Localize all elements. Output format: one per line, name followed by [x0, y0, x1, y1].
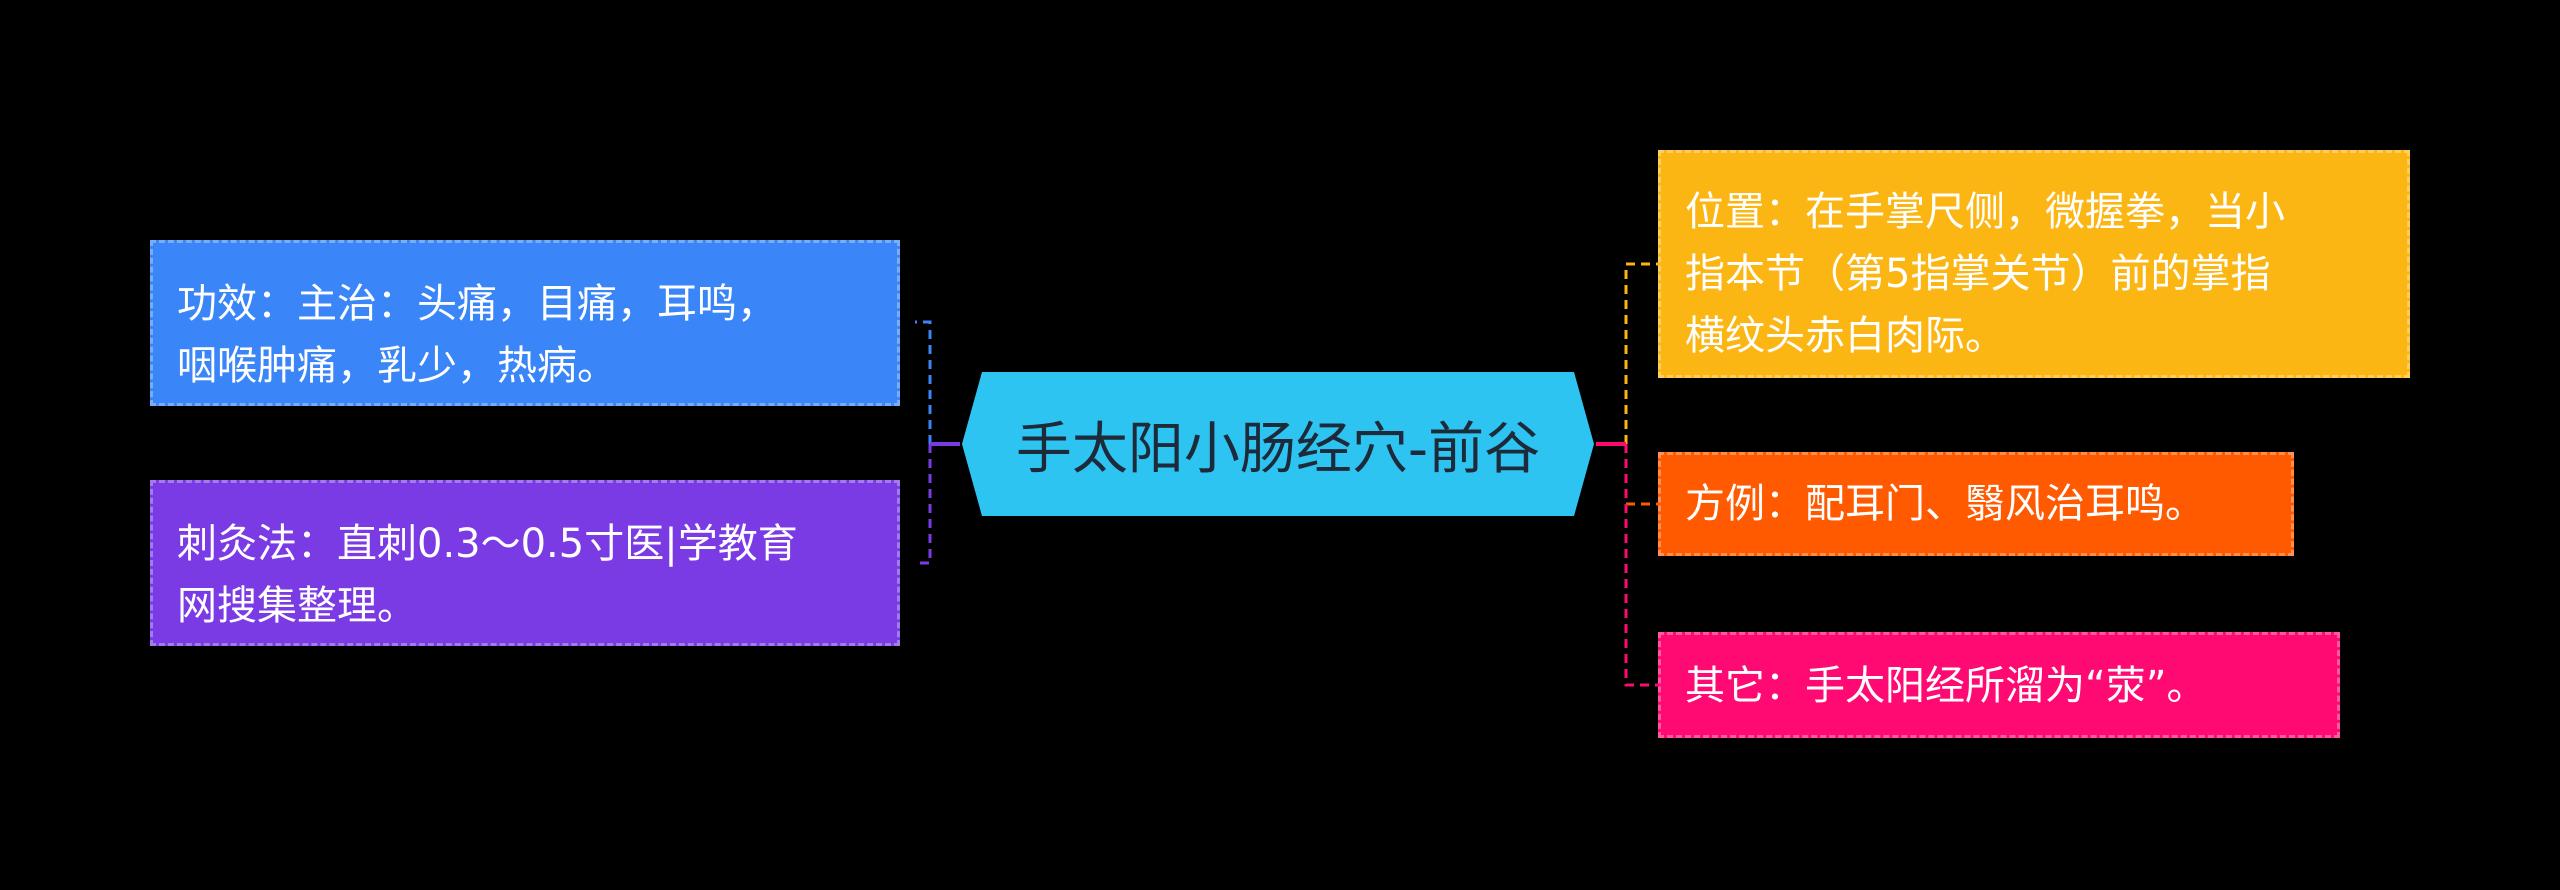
effect-line-1: 功效：主治：头痛，目痛，耳鸣， — [177, 281, 777, 327]
location-line-1: 位置：在手掌尺侧，微握拳，当小 — [1685, 189, 2285, 235]
central-topic-shape — [962, 372, 1594, 516]
effect-line-2: 咽喉肿痛，乳少，热病。 — [177, 343, 617, 389]
topic-other[interactable]: 其它：手太阳经所溜为“荥”。 — [1658, 632, 2340, 738]
central-topic[interactable]: 手太阳小肠经穴-前谷 — [960, 370, 1596, 518]
connector-location — [1596, 262, 1658, 446]
connector-effect — [915, 320, 960, 446]
central-topic-label: 手太阳小肠经穴-前谷 — [1015, 416, 1541, 482]
topic-location[interactable]: 位置：在手掌尺侧，微握拳，当小 指本节（第5指掌关节）前的掌指 横纹头赤白肉际。 — [1658, 150, 2410, 378]
topic-acupuncture-method[interactable]: 刺灸法：直刺0.3～0.5寸医|学教育 网搜集整理。 — [150, 480, 900, 646]
other-line-1: 其它：手太阳经所溜为“荥”。 — [1685, 663, 2207, 709]
method-line-2: 网搜集整理。 — [177, 583, 417, 629]
method-line-1: 刺灸法：直刺0.3～0.5寸医|学教育 — [177, 521, 798, 567]
topic-effect[interactable]: 功效：主治：头痛，目痛，耳鸣， 咽喉肿痛，乳少，热病。 — [150, 240, 900, 406]
location-line-3: 横纹头赤白肉际。 — [1685, 313, 2005, 359]
connector-method — [915, 442, 960, 565]
formula-line-1: 方例：配耳门、翳风治耳鸣。 — [1685, 481, 2205, 527]
connector-other — [1596, 442, 1658, 687]
location-line-2: 指本节（第5指掌关节）前的掌指 — [1685, 251, 2271, 297]
topic-formula[interactable]: 方例：配耳门、翳风治耳鸣。 — [1658, 452, 2294, 556]
